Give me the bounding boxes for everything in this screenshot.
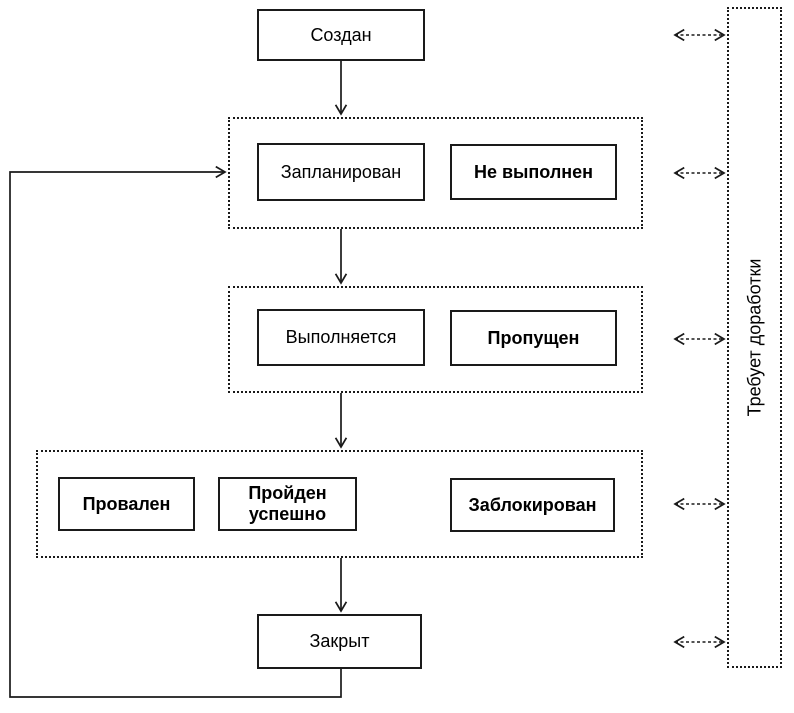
node-not-executed-label: Не выполнен <box>473 161 594 182</box>
node-created: Создан <box>257 9 425 61</box>
node-closed-label: Закрыт <box>309 631 370 652</box>
node-blocked-label: Заблокирован <box>468 494 597 515</box>
node-failed: Провален <box>58 477 195 531</box>
node-planned: Запланирован <box>257 143 425 201</box>
node-planned-label: Запланирован <box>280 161 402 182</box>
group-result-row <box>36 450 643 558</box>
edge-closed-loop-to-planned-row <box>9 172 342 698</box>
node-skipped-label: Пропущен <box>487 327 580 348</box>
node-in-progress-label: Выполняется <box>285 327 397 348</box>
node-rework: Требует доработки <box>727 7 782 668</box>
node-rework-label: Требует доработки <box>744 258 764 417</box>
node-blocked: Заблокирован <box>450 478 615 532</box>
node-created-label: Создан <box>310 24 372 45</box>
node-passed: Пройден успешно <box>218 477 357 531</box>
node-passed-label: Пройден успешно <box>248 483 327 524</box>
node-skipped: Пропущен <box>450 310 617 366</box>
group-planned-row <box>228 117 643 229</box>
node-in-progress: Выполняется <box>257 309 425 366</box>
group-execution-row <box>228 286 643 393</box>
node-not-executed: Не выполнен <box>450 144 617 200</box>
node-failed-label: Провален <box>82 493 171 514</box>
node-closed: Закрыт <box>257 614 422 669</box>
